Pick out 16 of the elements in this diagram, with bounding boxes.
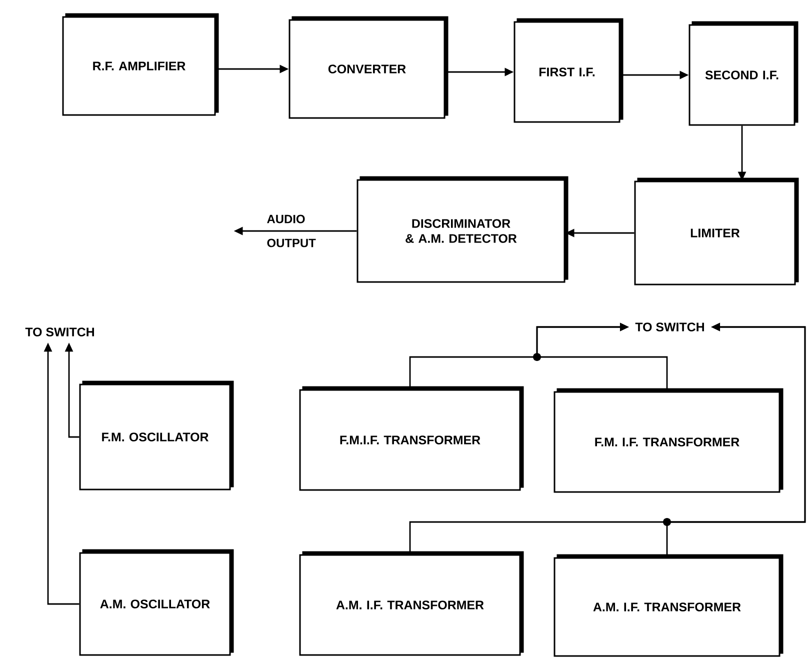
block-box: A.M. I.F. TRANSFORMER	[554, 554, 784, 657]
block-box: F.M.I.F. TRANSFORMER	[299, 386, 524, 491]
block-box: R.F. AMPLIFIER	[62, 13, 219, 116]
bare-label: TO SWITCH	[635, 322, 704, 332]
block-box: F.M. I.F. TRANSFORMER	[554, 388, 784, 493]
block-box: F.M. OSCILLATOR	[79, 380, 234, 490]
bare-label: TO SWITCH	[25, 328, 94, 336]
block-box: FIRST I.F.	[514, 18, 624, 123]
block-box: A.M. OSCILLATOR	[79, 549, 234, 656]
block-box: DISCRIMINATOR & A.M. DETECTOR	[356, 176, 568, 283]
edge-label: AUDIO OUTPUT	[267, 214, 316, 248]
block-box: SECOND I.F.	[688, 21, 798, 126]
block-box: LIMITER	[634, 178, 799, 286]
block-box: CONVERTER	[288, 16, 448, 119]
arrow	[536, 322, 668, 392]
block-box: A.M. I.F. TRANSFORMER	[299, 551, 524, 656]
